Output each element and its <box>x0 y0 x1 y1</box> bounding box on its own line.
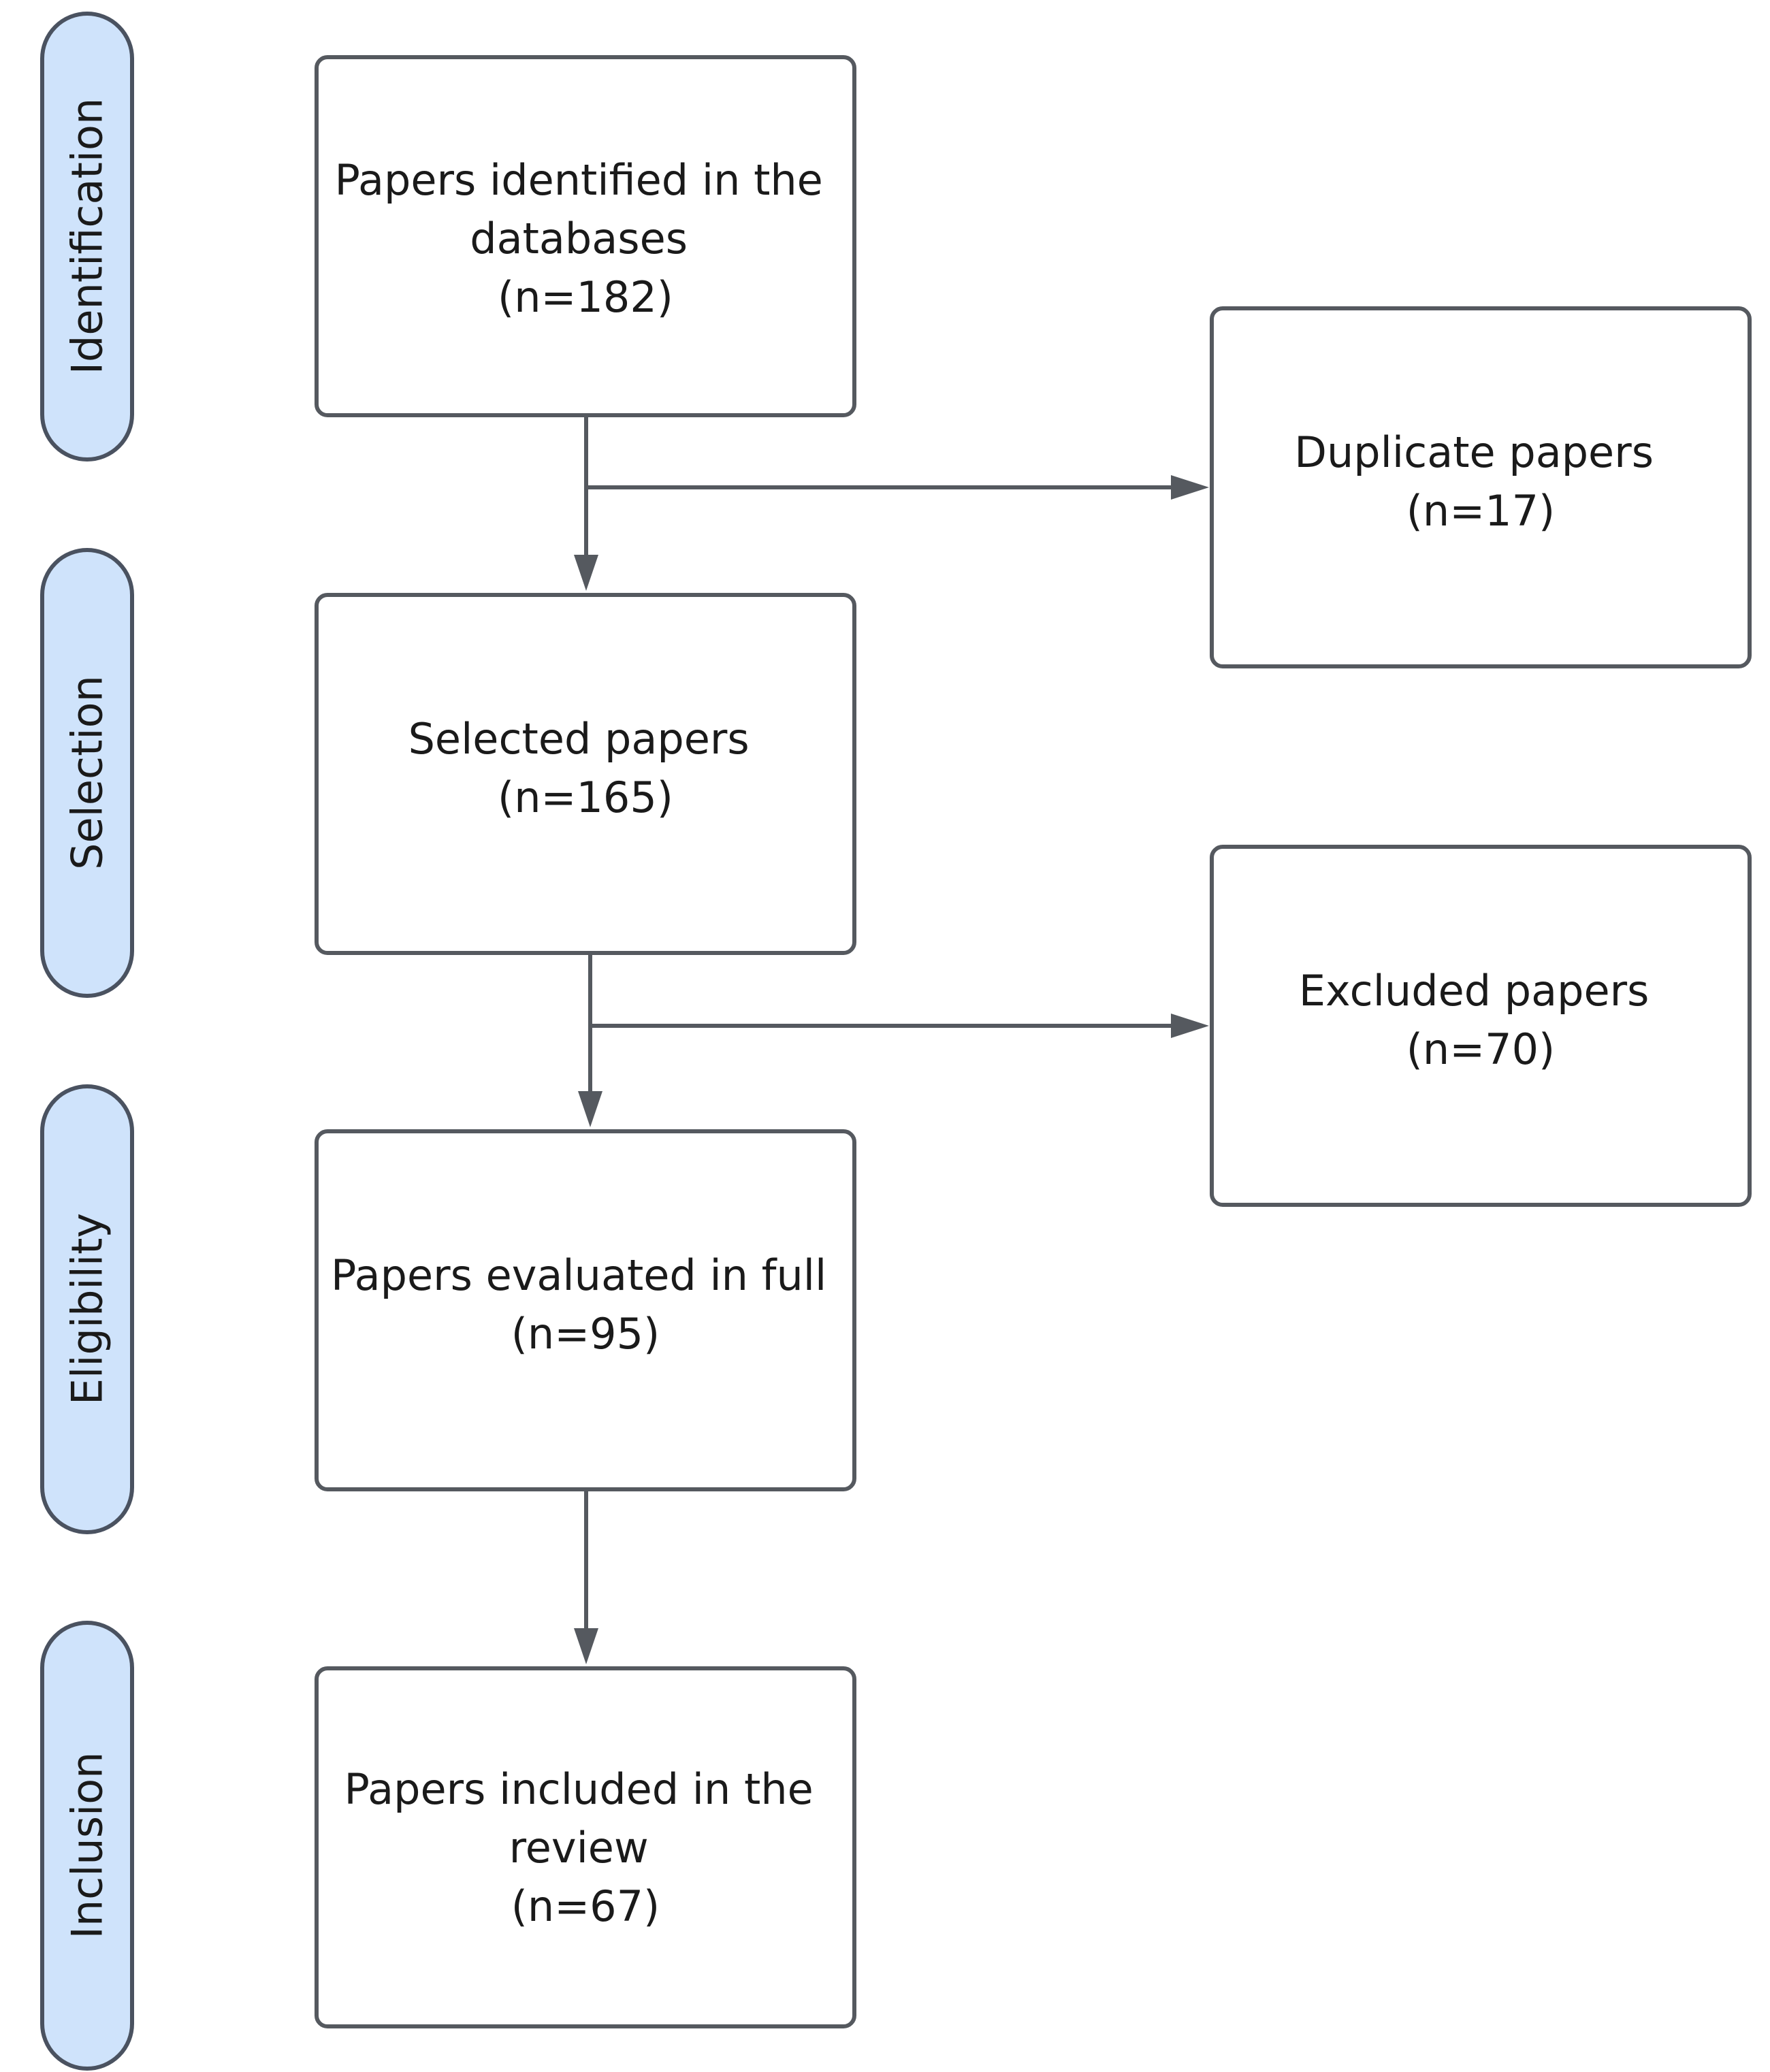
box-selected-text: Selected papers (n=165) <box>408 714 763 822</box>
box-included-line-2: review <box>509 1823 649 1873</box>
box-evaluated-line-1: Papers evaluated in full <box>331 1250 826 1300</box>
box-duplicates-line-1: Duplicate papers <box>1294 427 1654 477</box>
box-evaluated-text: Papers evaluated in full (n=95) <box>331 1250 840 1359</box>
stage-label-inclusion: Inclusion <box>63 1752 112 1939</box>
box-included-line-1: Papers included in the <box>344 1764 814 1814</box>
arrowhead-selected <box>574 555 598 591</box>
stage-eligibility: Eligibility <box>40 1084 134 1534</box>
box-included-text: Papers included in the review (n=67) <box>344 1764 827 1931</box>
box-evaluated: Papers evaluated in full (n=95) <box>315 1129 856 1491</box>
arrowhead-excluded <box>1171 1014 1209 1038</box>
stage-label-identification: Identification <box>63 98 112 375</box>
box-included-line-3: (n=67) <box>511 1881 660 1931</box>
stage-label-eligibility: Eligibility <box>63 1213 112 1405</box>
box-selected: Selected papers (n=165) <box>315 593 856 955</box>
box-identified-line-1: Papers identified in the <box>334 155 822 205</box>
box-excluded-line-1: Excluded papers <box>1299 966 1650 1016</box>
stage-label-selection: Selection <box>63 675 112 870</box>
arrowhead-evaluated <box>578 1091 602 1127</box>
box-identified-line-2: databases <box>470 214 688 263</box>
box-duplicates-line-2: (n=17) <box>1406 486 1556 536</box>
box-excluded: Excluded papers (n=70) <box>1210 845 1752 1207</box>
box-selected-line-2: (n=165) <box>498 773 673 822</box>
stage-inclusion: Inclusion <box>40 1621 134 2071</box>
arrowhead-duplicates <box>1171 475 1209 500</box>
box-identified: Papers identified in the databases (n=18… <box>315 55 856 417</box>
box-duplicates: Duplicate papers (n=17) <box>1210 306 1752 668</box>
arrowhead-included <box>574 1628 598 1664</box>
stage-selection: Selection <box>40 548 134 998</box>
connectors <box>574 415 1209 1664</box>
box-duplicates-text: Duplicate papers (n=17) <box>1294 427 1667 536</box>
box-evaluated-line-2: (n=95) <box>511 1309 660 1359</box>
box-excluded-line-2: (n=70) <box>1406 1024 1556 1074</box>
box-selected-line-1: Selected papers <box>408 714 750 764</box>
box-identified-line-3: (n=182) <box>498 272 673 322</box>
box-identified-text: Papers identified in the databases (n=18… <box>334 155 836 322</box>
stage-identification: Identification <box>40 12 134 462</box>
box-excluded-text: Excluded papers (n=70) <box>1299 966 1662 1074</box>
box-included: Papers included in the review (n=67) <box>315 1666 856 2028</box>
